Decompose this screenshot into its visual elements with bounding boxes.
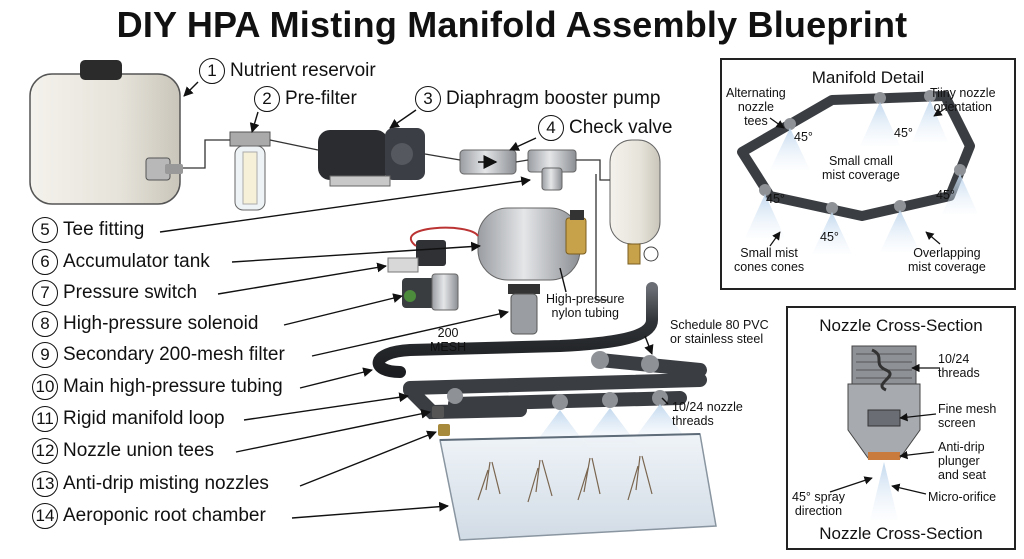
tee-fitting bbox=[527, 149, 577, 191]
manifold-detail-title: Manifold Detail bbox=[811, 68, 925, 87]
leader-arrows bbox=[159, 81, 669, 519]
nutrient-reservoir bbox=[29, 60, 183, 205]
micro-orifice-label: Micro-orifice bbox=[928, 490, 997, 504]
accumulator-tank bbox=[477, 207, 587, 281]
nozzle-section-title: Nozzle Cross-Section bbox=[819, 316, 983, 335]
angle-label: 45° bbox=[766, 192, 785, 206]
manifold-detail-drawing bbox=[737, 90, 978, 254]
secondary-mesh-filter bbox=[508, 284, 540, 335]
angle-label: 45° bbox=[894, 126, 913, 140]
expansion-tank bbox=[609, 139, 661, 265]
nozzle-union-tee-part bbox=[432, 406, 450, 436]
flow-lines bbox=[183, 139, 610, 301]
high-pressure-solenoid bbox=[402, 273, 459, 311]
angle-label: 45° bbox=[820, 230, 839, 244]
page-title: DIY HPA Misting Manifold Assembly Bluepr… bbox=[116, 4, 908, 45]
pre-filter bbox=[229, 131, 271, 211]
aeroponic-root-chamber bbox=[439, 433, 717, 541]
pressure-switch bbox=[387, 226, 479, 273]
main-high-pressure-tubing bbox=[372, 282, 658, 378]
angle-label: 45° bbox=[936, 188, 955, 202]
check-valve bbox=[459, 149, 517, 175]
angle-label: 45° bbox=[794, 130, 813, 144]
nozzle-section-title-bottom: Nozzle Cross-Section bbox=[819, 524, 983, 543]
rigid-manifold-loop bbox=[403, 351, 707, 420]
diaphragm-booster-pump bbox=[318, 128, 425, 187]
nozzle-cross-section-drawing bbox=[829, 345, 940, 520]
